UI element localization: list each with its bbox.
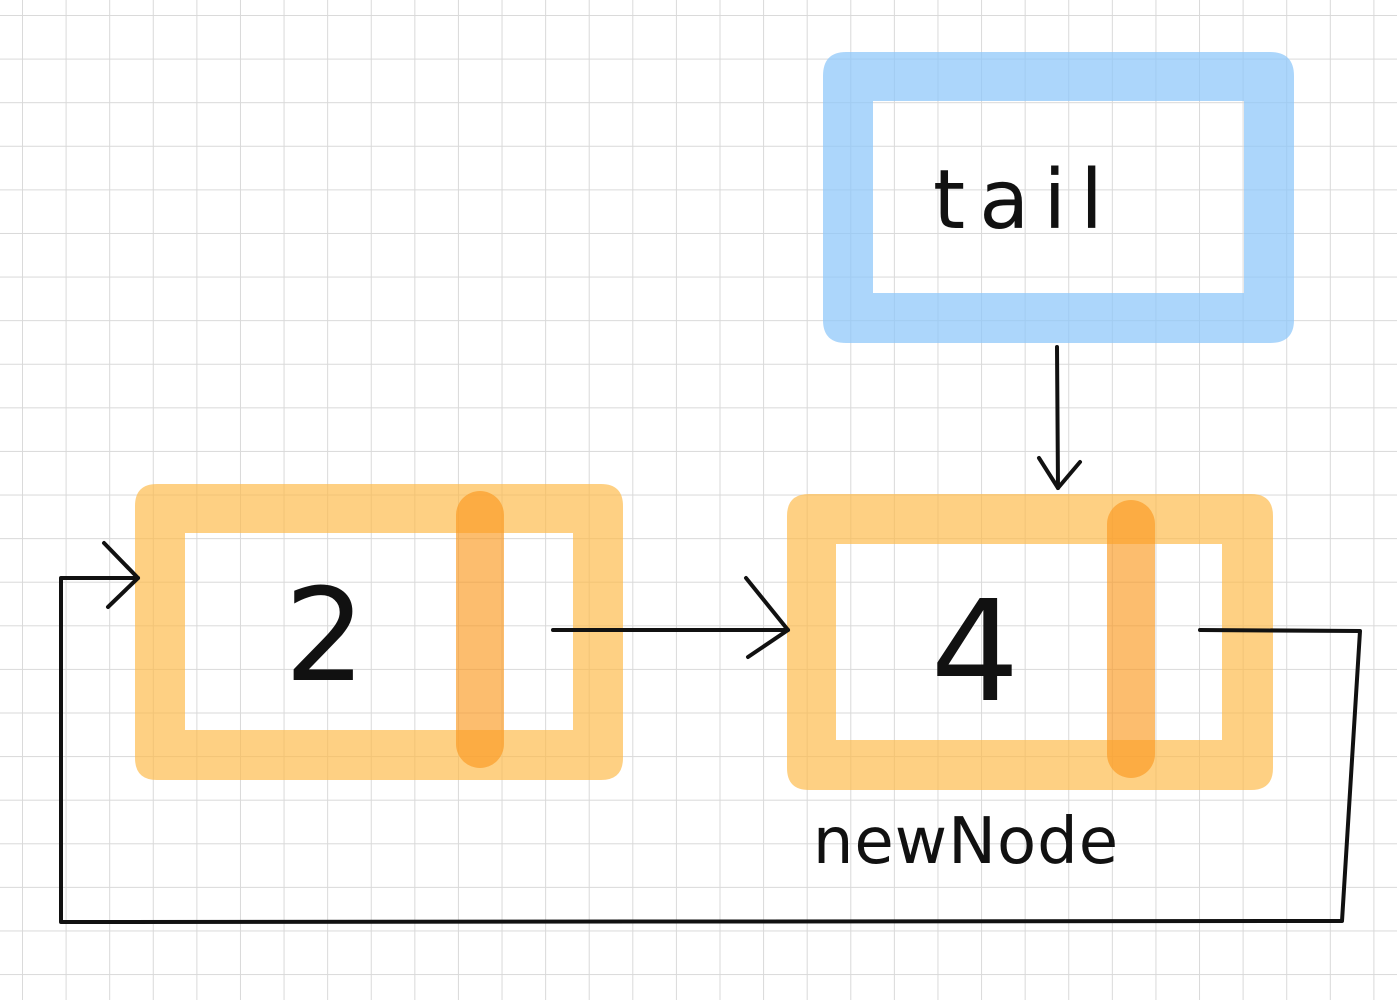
node-1: 2 <box>135 484 623 780</box>
tail-box-frame <box>823 52 1294 343</box>
node-2-caption: newNode <box>813 805 1119 879</box>
node-1-frame <box>135 484 623 780</box>
circular-link-head <box>102 541 140 609</box>
node-2-frame <box>787 494 1273 790</box>
node-1-value: 2 <box>284 562 365 711</box>
node-2: 4 newNode <box>787 494 1273 879</box>
tail-arrow-shaft <box>1055 345 1060 490</box>
tail-arrow-head <box>1037 456 1082 490</box>
next-arrow <box>551 576 790 659</box>
tail-pointer-box: tail <box>823 52 1294 343</box>
next-arrow-head <box>744 576 790 659</box>
circular-link-arrow <box>59 541 1362 924</box>
tail-label: tail <box>933 153 1117 248</box>
tail-to-node-arrow <box>1037 345 1082 490</box>
node-2-value: 4 <box>930 571 1019 734</box>
circular-link-path <box>59 576 1362 924</box>
